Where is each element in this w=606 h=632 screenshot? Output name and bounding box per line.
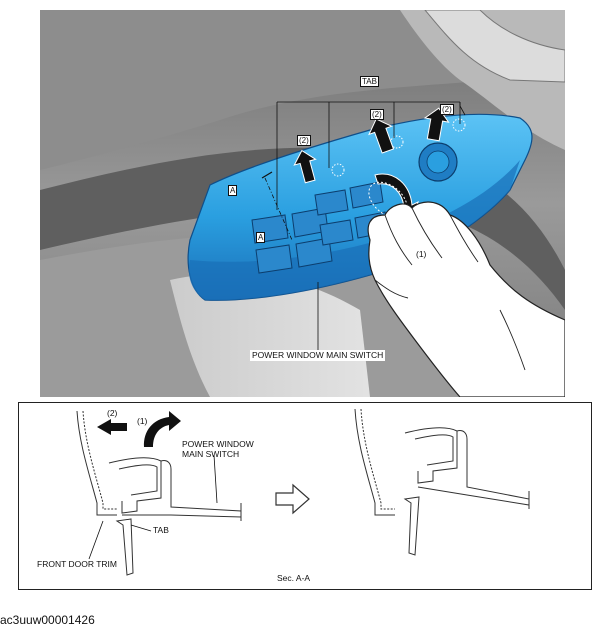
door-trim-illustration: TAB (2) (2) (2) (1) A A POWER WINDOW MAI… xyxy=(40,10,565,397)
power-window-leader xyxy=(213,454,218,504)
hand-illustration xyxy=(367,201,565,397)
tab-leader-lines xyxy=(276,101,466,210)
section-caption: Sec. A-A xyxy=(277,573,311,583)
tab-label: TAB xyxy=(360,76,379,87)
step-2-label-middle: (2) xyxy=(370,109,384,120)
front-door-trim-label: FRONT DOOR TRIM xyxy=(37,559,117,569)
section-step-1-label: (1) xyxy=(137,416,148,426)
step-1-curved-arrow xyxy=(143,411,181,447)
section-power-window-label-line1: POWER WINDOW xyxy=(182,439,254,449)
section-a-a-panel: (2) (1) POWER WINDOW MAIN SWITCH TAB FRO… xyxy=(18,402,592,590)
door-handle xyxy=(424,10,565,83)
outline-right-arrow-icon xyxy=(275,483,310,515)
document-id: ac3uuw00001426 xyxy=(0,613,95,627)
power-window-main-switch-label: POWER WINDOW MAIN SWITCH xyxy=(250,350,386,361)
step-2-arrow-left xyxy=(97,419,127,435)
section-power-window-label-line2: MAIN SWITCH xyxy=(182,449,240,459)
step-1-label: (1) xyxy=(416,249,427,259)
section-marker-a-lower: A xyxy=(256,232,266,243)
section-after xyxy=(354,408,530,556)
step-2-label-right: (2) xyxy=(440,104,454,115)
section-tab-label: TAB xyxy=(153,525,169,535)
section-step-2-label: (2) xyxy=(107,408,118,418)
section-a-a-svg xyxy=(76,408,530,576)
window-switch-buttons xyxy=(251,181,389,274)
door-lower-gloss xyxy=(170,273,370,397)
black-block-arrow-icon xyxy=(293,107,450,184)
step-2-label-left: (2) xyxy=(297,135,311,146)
section-marker-a-upper: A xyxy=(228,185,238,196)
tab-leader-section xyxy=(130,524,152,532)
front-door-trim-leader xyxy=(88,520,104,560)
door-trim-svg xyxy=(40,10,565,397)
section-before xyxy=(76,410,242,576)
section-line xyxy=(264,177,293,241)
